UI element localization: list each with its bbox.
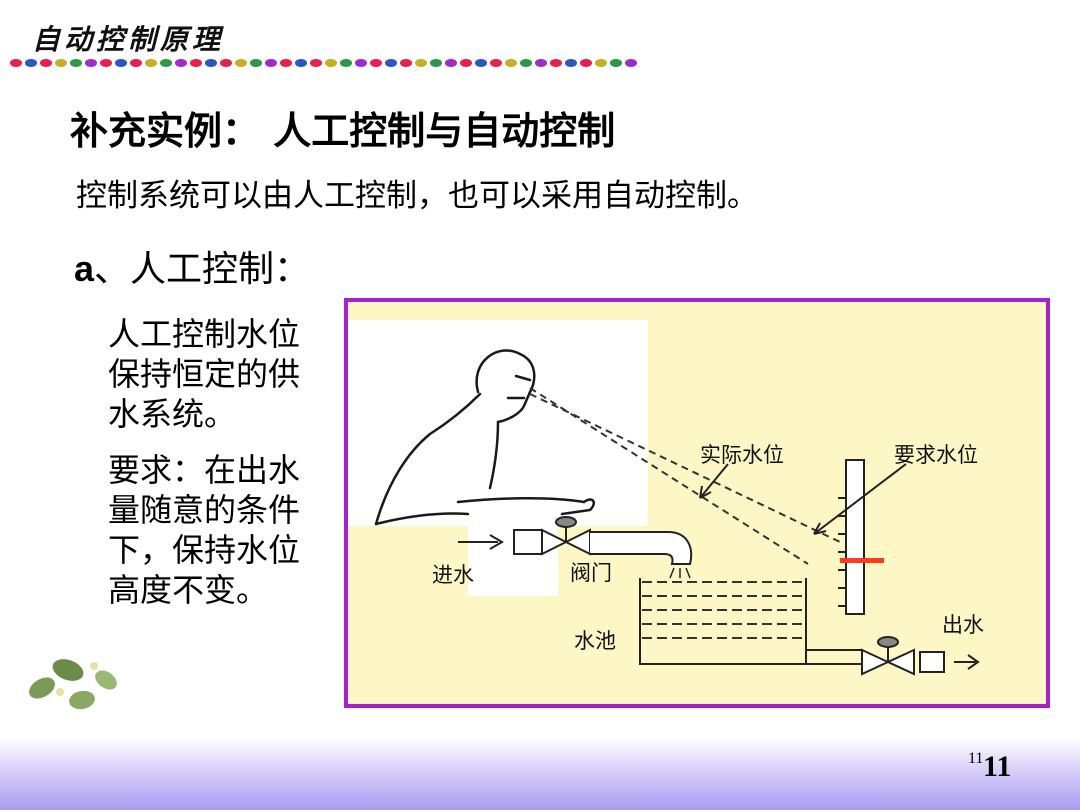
inlet-valve-right [563,528,591,556]
tank-outline [639,578,807,665]
divider-dot [325,59,337,67]
operator-person [374,349,595,526]
outlet-valve-right [885,648,915,676]
label-outlet: 出水 [942,613,984,637]
water-lines [642,581,804,639]
divider-dot [505,59,517,67]
divider-dot [265,59,277,67]
divider-dot [160,59,172,67]
divider-dot [115,59,127,67]
outlet-pipe-path [806,649,863,662]
side-paragraph-1: 人工控制水位保持恒定的供水系统。 [108,315,301,433]
leaf-decoration [29,659,117,710]
divider-dot [235,59,247,67]
actual-level-pointer [699,463,729,499]
divider-dot [385,59,397,67]
divider-dot [535,59,547,67]
water-level-figure: 实际水位 要求水位 进水 阀门 水池 出水 [344,298,1050,708]
divider-dot [190,59,202,67]
divider-dot [205,59,217,67]
course-title: 自动控制原理 [32,23,225,56]
divider-dot [280,59,292,67]
outlet-arrow [954,654,980,670]
divider-dot [610,59,622,67]
outlet-pipe-end [919,651,945,673]
divider-dot [355,59,367,67]
divider-dot [595,59,607,67]
divider-dot [100,59,112,67]
outlet-valve-wheel [877,636,899,648]
divider-dot [130,59,142,67]
section-prefix: a [74,248,95,289]
divider-dot [340,59,352,67]
side-paragraph-2: 要求：在出水量随意的条件下，保持水位高度不变。 [108,451,301,609]
gauge-ticks [838,497,846,607]
footer-band [0,738,1080,810]
inlet-valve-left [541,528,569,556]
inlet-spout [590,531,693,565]
section-heading: a、人工控制： [74,240,310,292]
label-valve: 阀门 [570,561,612,585]
divider-dot [10,59,22,67]
divider-dot [460,59,472,67]
divider-dot [430,59,442,67]
page-number: 11 [983,750,1012,783]
section-rest: 、人工控制： [94,249,311,290]
sight-line-2 [529,393,841,543]
side-text: 人工控制水位保持恒定的供水系统。 要求：在出水量随意的条件下，保持水位高度不变。 [108,314,313,626]
divider-dot [415,59,427,67]
divider-dot [220,59,232,67]
inlet-arrow [458,534,504,550]
divider-dot [580,59,592,67]
label-inlet: 进水 [432,563,474,587]
divider-dot [25,59,37,67]
label-actual-level: 实际水位 [700,443,784,467]
required-level-pointer [813,463,907,535]
label-tank: 水池 [574,629,616,653]
inlet-valve-wheel [555,516,577,528]
divider-dot [175,59,187,67]
water-stream [669,567,691,579]
required-level-marker [840,558,884,563]
dotted-divider [10,59,637,67]
divider-dot [295,59,307,67]
divider-dot [520,59,532,67]
divider-dot [55,59,67,67]
divider-dot [70,59,82,67]
level-gauge [845,459,865,615]
divider-dot [310,59,322,67]
divider-dot [475,59,487,67]
divider-dot [550,59,562,67]
divider-dot [145,59,157,67]
figure-drawing: 实际水位 要求水位 进水 阀门 水池 出水 [348,320,984,676]
divider-dot [490,59,502,67]
sight-line-1 [529,387,809,565]
slide-title: 补充实例： 人工控制与自动控制 [70,109,616,153]
divider-dot [445,59,457,67]
page-number-small: 11 [968,750,984,767]
divider-dot [40,59,52,67]
divider-dot [565,59,577,67]
inlet-pipe [513,529,543,555]
intro-text: 控制系统可以由人工控制，也可以采用自动控制。 [76,178,758,214]
divider-dot [85,59,97,67]
outlet-valve-left [861,648,891,676]
divider-dot [625,59,637,67]
divider-dot [250,59,262,67]
divider-dot [370,59,382,67]
divider-dot [400,59,412,67]
label-required-level: 要求水位 [894,443,978,467]
